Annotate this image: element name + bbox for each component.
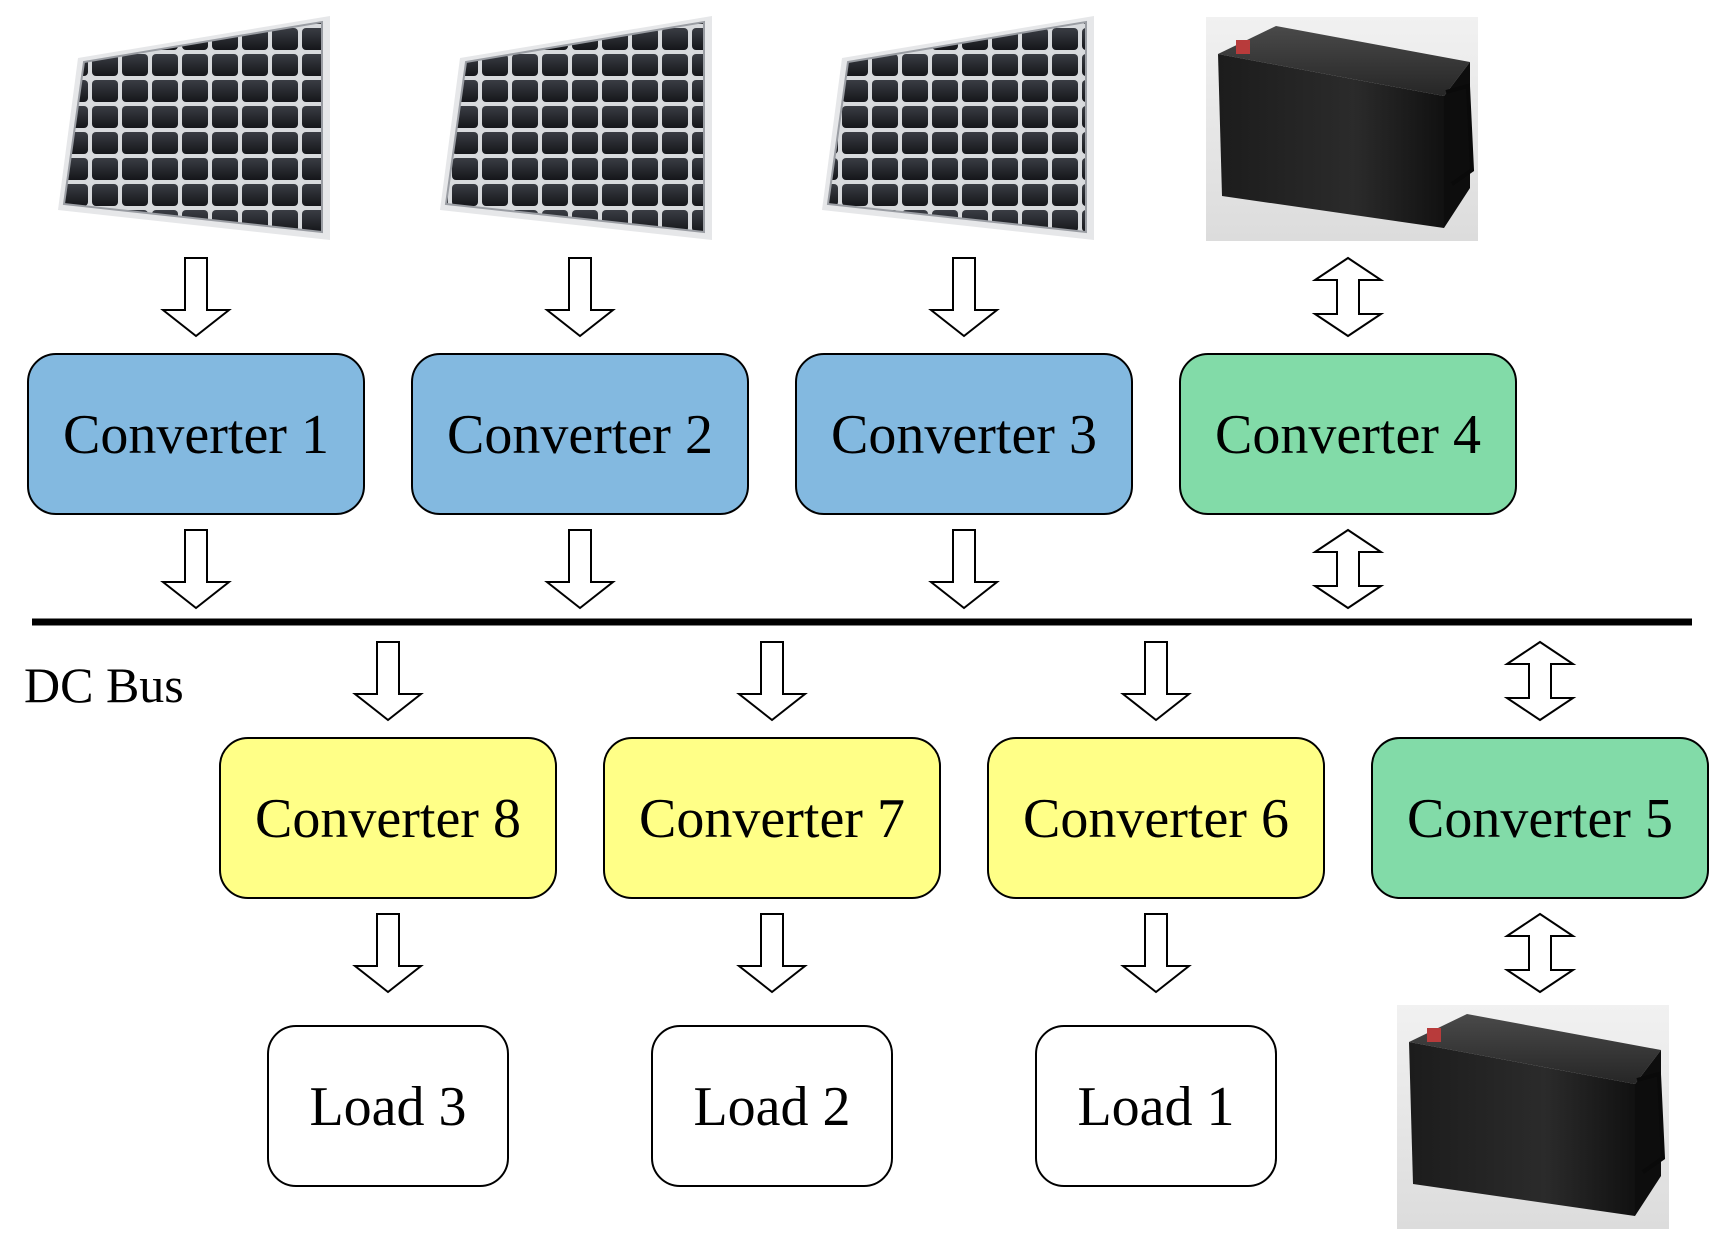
down-arrow-icon xyxy=(928,257,1000,338)
down-arrow-icon xyxy=(352,913,424,994)
dc-bus-label: DC Bus xyxy=(24,657,184,713)
bidirectional-arrow-icon xyxy=(1503,912,1577,994)
load-1: Load 1 xyxy=(1035,1025,1277,1187)
battery-icon xyxy=(1397,1005,1669,1229)
down-arrow-icon xyxy=(736,913,808,994)
converter-4-label: Converter 4 xyxy=(1215,404,1481,466)
converter-4: Converter 4 xyxy=(1179,353,1517,515)
converter-2: Converter 2 xyxy=(411,353,749,515)
nodes-layer: Converter 1 Converter 2 Converter 3 Convert… xyxy=(27,353,1709,1187)
converter-1-box xyxy=(27,353,365,515)
load-1-box xyxy=(1035,1025,1277,1187)
converter-2-box xyxy=(411,353,749,515)
converter-8-label: Converter 8 xyxy=(255,788,521,850)
converter-6-box xyxy=(987,737,1325,899)
down-arrow-icon xyxy=(160,529,232,610)
load-3-label: Load 3 xyxy=(309,1076,466,1138)
down-arrow-icon xyxy=(544,529,616,610)
converter-4-box xyxy=(1179,353,1517,515)
converter-3-label: Converter 3 xyxy=(831,404,1097,466)
down-arrow-icon xyxy=(352,641,424,722)
converter-6: Converter 6 xyxy=(987,737,1325,899)
arrows-layer xyxy=(160,256,1577,994)
solar-panel-icon xyxy=(58,16,330,240)
battery-icon xyxy=(1206,17,1478,241)
converter-5: Converter 5 xyxy=(1371,737,1709,899)
bidirectional-arrow-icon xyxy=(1311,528,1385,610)
load-3: Load 3 xyxy=(267,1025,509,1187)
converter-7-label: Converter 7 xyxy=(639,788,905,850)
converter-7: Converter 7 xyxy=(603,737,941,899)
converter-3-box xyxy=(795,353,1133,515)
load-2-label: Load 2 xyxy=(693,1076,850,1138)
solar-panel-icon xyxy=(822,16,1094,240)
load-2-box xyxy=(651,1025,893,1187)
solar-panel-icon xyxy=(440,16,712,240)
converter-8-box xyxy=(219,737,557,899)
converter-1: Converter 1 xyxy=(27,353,365,515)
converter-1-label: Converter 1 xyxy=(63,404,329,466)
converter-6-label: Converter 6 xyxy=(1023,788,1289,850)
down-arrow-icon xyxy=(160,257,232,338)
converter-3: Converter 3 xyxy=(795,353,1133,515)
down-arrow-icon xyxy=(928,529,1000,610)
converter-5-label: Converter 5 xyxy=(1407,788,1673,850)
converter-2-label: Converter 2 xyxy=(447,404,713,466)
converter-5-box xyxy=(1371,737,1709,899)
down-arrow-icon xyxy=(1120,913,1192,994)
load-3-box xyxy=(267,1025,509,1187)
bidirectional-arrow-icon xyxy=(1311,256,1385,338)
converter-7-box xyxy=(603,737,941,899)
down-arrow-icon xyxy=(1120,641,1192,722)
down-arrow-icon xyxy=(736,641,808,722)
down-arrow-icon xyxy=(544,257,616,338)
load-2: Load 2 xyxy=(651,1025,893,1187)
converter-8: Converter 8 xyxy=(219,737,557,899)
load-1-label: Load 1 xyxy=(1077,1076,1234,1138)
bidirectional-arrow-icon xyxy=(1503,640,1577,722)
